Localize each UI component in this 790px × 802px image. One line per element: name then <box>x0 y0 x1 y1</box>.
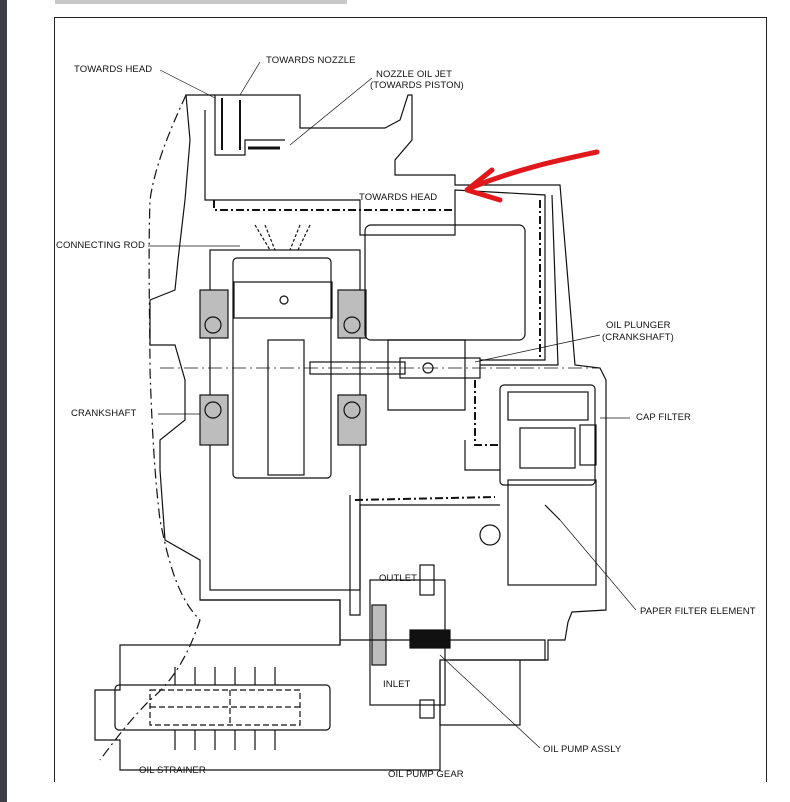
document-page <box>7 0 790 802</box>
label-nozzle-oil-jet: NOZZLE OIL JET <box>376 69 453 80</box>
label-towards-head-top: TOWARDS HEAD <box>74 64 153 75</box>
label-connecting-rod: CONNECTING ROD <box>56 240 146 251</box>
oil-plunger <box>399 357 481 379</box>
label-towards-head-mid: TOWARDS HEAD <box>359 192 438 203</box>
window-edge <box>0 0 7 802</box>
label-crankshaft: CRANKSHAFT <box>71 408 137 419</box>
label-towards-nozzle: TOWARDS NOZZLE <box>266 55 356 66</box>
label-nozzle-oil-jet-sub: (TOWARDS PISTON) <box>370 80 464 91</box>
label-outlet: OUTLET <box>379 573 418 584</box>
scroll-indicator[interactable] <box>55 0 347 4</box>
label-oil-plunger-sub: (CRANKSHAFT) <box>602 332 674 343</box>
crankshaft-journal <box>233 281 333 319</box>
label-oil-pump-assly: OIL PUMP ASSLY <box>543 744 622 755</box>
engine-casing <box>94 94 607 771</box>
label-inlet: INLET <box>383 679 411 690</box>
label-oil-strainer: OIL STRAINER <box>139 765 206 776</box>
label-oil-pump-gear: OIL PUMP GEAR <box>388 769 464 780</box>
label-oil-plunger: OIL PLUNGER <box>606 320 671 331</box>
label-paper-filter-element: PAPER FILTER ELEMENT <box>640 606 756 617</box>
cap-filter-housing <box>499 384 596 486</box>
oil-strainer-body <box>114 684 331 731</box>
paper-filter-element <box>507 479 597 586</box>
drawing-border <box>54 17 767 782</box>
casing-dashed-edge <box>99 94 201 761</box>
annotation-arrow <box>464 149 600 203</box>
label-cap-filter: CAP FILTER <box>636 412 692 423</box>
